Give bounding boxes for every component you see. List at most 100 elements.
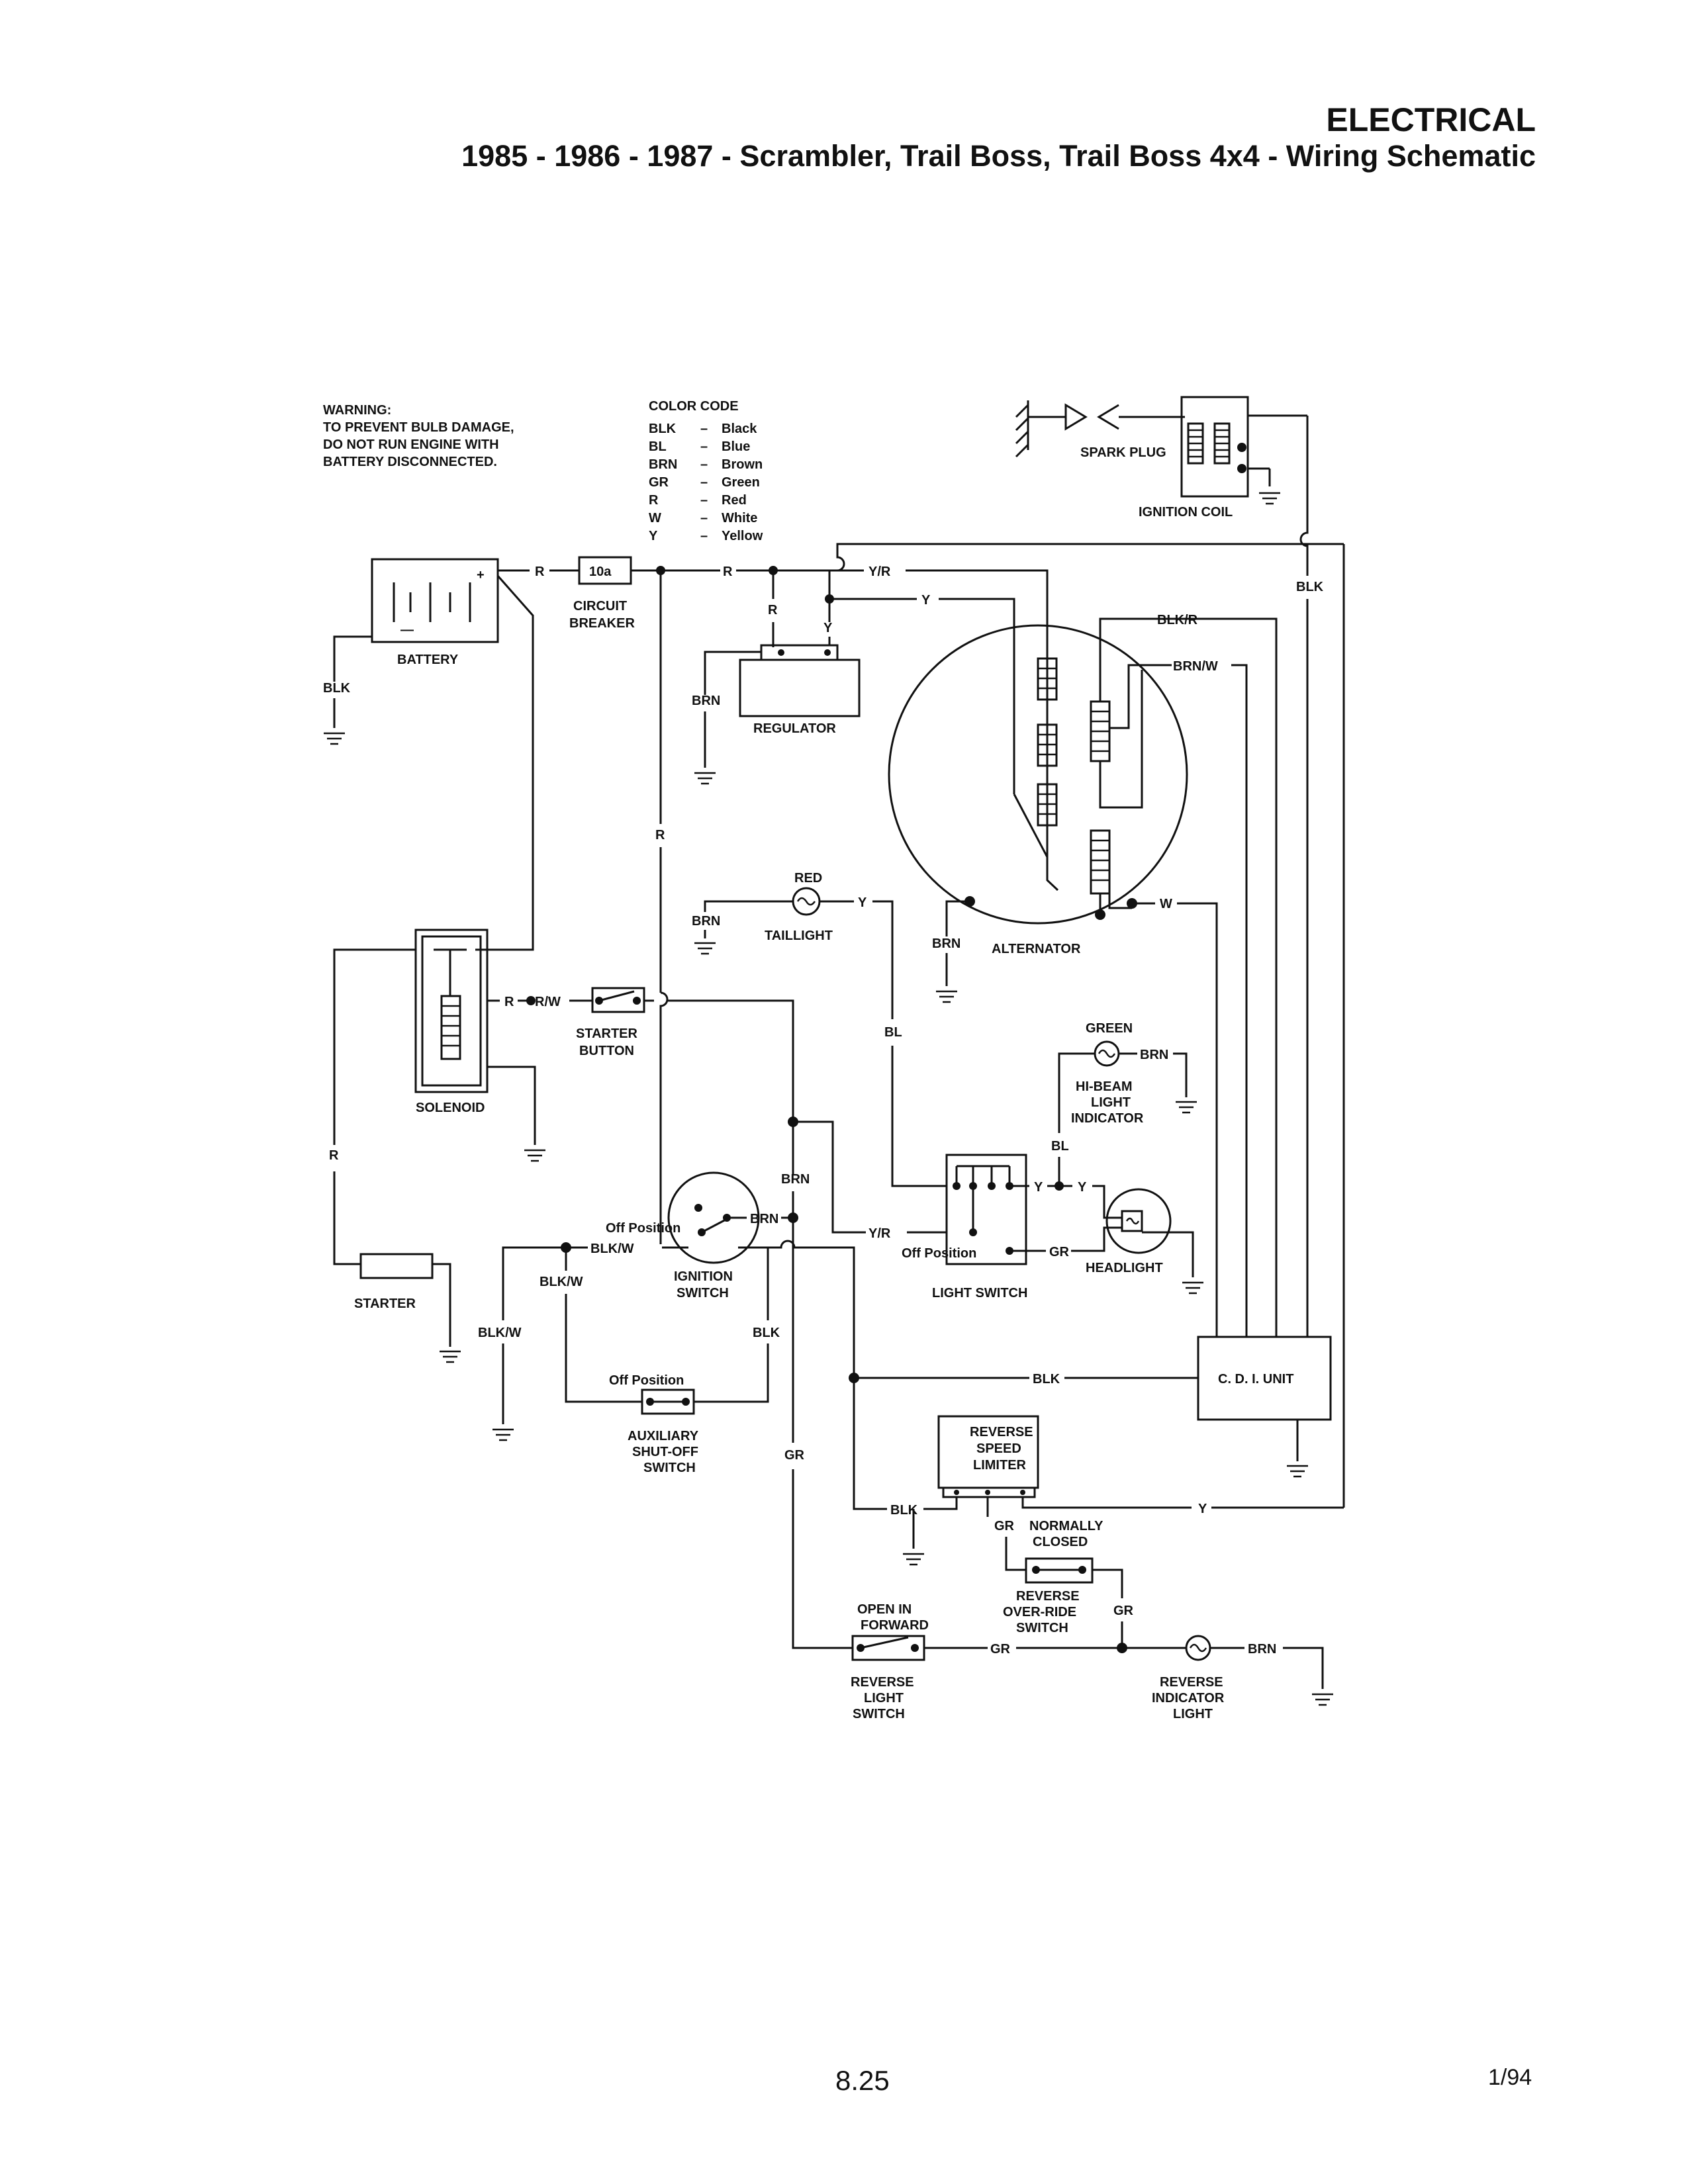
spark-plug-label: SPARK PLUG [1080,445,1166,460]
open-label: OPEN IN [857,1602,912,1617]
svg-text:–: – [700,475,708,490]
warning-line: WARNING: [323,403,391,418]
cdi-label: C. D. I. UNIT [1218,1372,1293,1387]
wire-label: R [768,603,778,617]
wire-label: Y [1034,1180,1043,1195]
svg-text:–: – [700,529,708,543]
wire-label: BL [884,1025,902,1040]
color-code: GR [649,475,669,490]
reverse-speed-limiter: REVERSE SPEED LIMITER [937,1415,1039,1498]
wire-label: BRN [1140,1048,1168,1062]
wire-label: Y [823,621,833,635]
warning-note: WARNING: TO PREVENT BULB DAMAGE, DO NOT … [323,403,514,469]
wire-label: GR [994,1519,1015,1533]
hi-beam-color: GREEN [1086,1021,1133,1036]
light-switch: Off Position LIGHT SWITCH [902,1154,1027,1300]
wire-label: BRN [750,1212,778,1226]
limiter-label: SPEED [976,1441,1021,1456]
svg-text:–: – [700,457,708,472]
svg-text:–: – [700,422,708,436]
page-number: 8.25 [835,2065,890,2096]
wire-label: R/W [535,995,561,1009]
color-code-legend: COLOR CODE BLK – Black BL – Blue BRN – B… [649,399,763,543]
wire-label: R [504,995,514,1009]
color-code: R [649,493,659,508]
wire-label: BLK [1033,1372,1060,1387]
wire-label: BLK [753,1326,780,1340]
hi-beam-label: HI-BEAM [1076,1079,1133,1094]
starter: STARTER [354,1253,434,1311]
warning-line: TO PREVENT BULB DAMAGE, [323,420,514,435]
wire-label: GR [1113,1604,1134,1618]
wire-label: GR [1049,1245,1070,1259]
override-label: REVERSE [1016,1589,1080,1604]
reverse-override-switch: NORMALLY CLOSED REVERSE OVER-RIDE SWITCH [1003,1519,1103,1635]
wire-label: BRN [932,936,961,951]
taillight: RED TAILLIGHT [765,871,833,943]
section-title: ELECTRICAL [1326,101,1536,138]
color-name: Red [722,493,747,508]
solenoid-label: SOLENOID [416,1101,485,1115]
color-code: W [649,511,661,525]
color-code-title: COLOR CODE [649,399,739,414]
ignition-switch-label: IGNITION [674,1269,733,1284]
svg-text:–: – [700,439,708,454]
breaker-label: CIRCUIT [573,599,627,614]
rls-label: SWITCH [853,1707,905,1721]
wire-label: BLK [1296,580,1324,594]
headlight: HEADLIGHT [1086,1188,1172,1275]
battery-minus-label: — [400,623,414,637]
hi-beam-label: INDICATOR [1071,1111,1144,1126]
aux-label: AUXILIARY [628,1429,699,1443]
color-code: Y [649,529,658,543]
color-code: BL [649,439,667,454]
wire-label: Y [858,895,867,910]
ignition-coil-label: IGNITION COIL [1139,505,1233,520]
wire-label: W [1160,897,1172,911]
wire-label: BRN [781,1172,810,1187]
wire-label: R [329,1148,339,1163]
starter-button: STARTER BUTTON [576,987,645,1058]
wire-label: BLK/W [478,1326,522,1340]
svg-text:–: – [700,493,708,508]
wire-label: BLK/R [1157,613,1198,627]
battery: + — BATTERY [371,558,499,667]
wire-label: R [723,565,733,579]
override-label: SWITCH [1016,1621,1068,1635]
wire-label: R [655,828,665,842]
rls-label: LIGHT [864,1691,904,1706]
override-label: OVER-RIDE [1003,1605,1076,1619]
hi-beam-indicator: GREEN HI-BEAM LIGHT INDICATOR [1071,1021,1144,1126]
indicator-label: INDICATOR [1152,1691,1225,1706]
circuit-breaker: 10a CIRCUIT BREAKER [569,556,635,631]
svg-text:–: – [700,511,708,525]
limiter-label: REVERSE [970,1425,1033,1439]
light-switch-label: LIGHT SWITCH [932,1286,1027,1300]
color-name: Yellow [722,529,763,543]
open-label: FORWARD [861,1618,929,1633]
wire-label: BL [1051,1139,1069,1154]
wire-label: BLK/W [590,1242,634,1256]
light-off-position: Off Position [902,1246,976,1261]
aux-label: SHUT-OFF [632,1445,698,1459]
wire-label: GR [784,1448,805,1463]
nc-label: NORMALLY [1029,1519,1103,1533]
wire-label: BLK [323,681,351,696]
indicator-label: LIGHT [1173,1707,1213,1721]
headlight-label: HEADLIGHT [1086,1261,1163,1275]
indicator-label: REVERSE [1160,1675,1223,1690]
aux-label: SWITCH [643,1461,696,1475]
color-name: White [722,511,757,525]
reverse-indicator-light: REVERSE INDICATOR LIGHT [1152,1635,1225,1721]
color-name: Black [722,422,757,436]
cdi-unit: C. D. I. UNIT [1197,1336,1332,1421]
ignition-coil: IGNITION COIL [1139,396,1307,520]
wire-label: BRN [692,694,720,708]
starter-label: STARTER [354,1297,416,1311]
color-name: Blue [722,439,750,454]
battery-plus-label: + [477,568,485,582]
ignition-off-position: Off Position [606,1221,680,1236]
warning-line: BATTERY DISCONNECTED. [323,455,497,469]
aux-off-position: Off Position [609,1373,684,1388]
